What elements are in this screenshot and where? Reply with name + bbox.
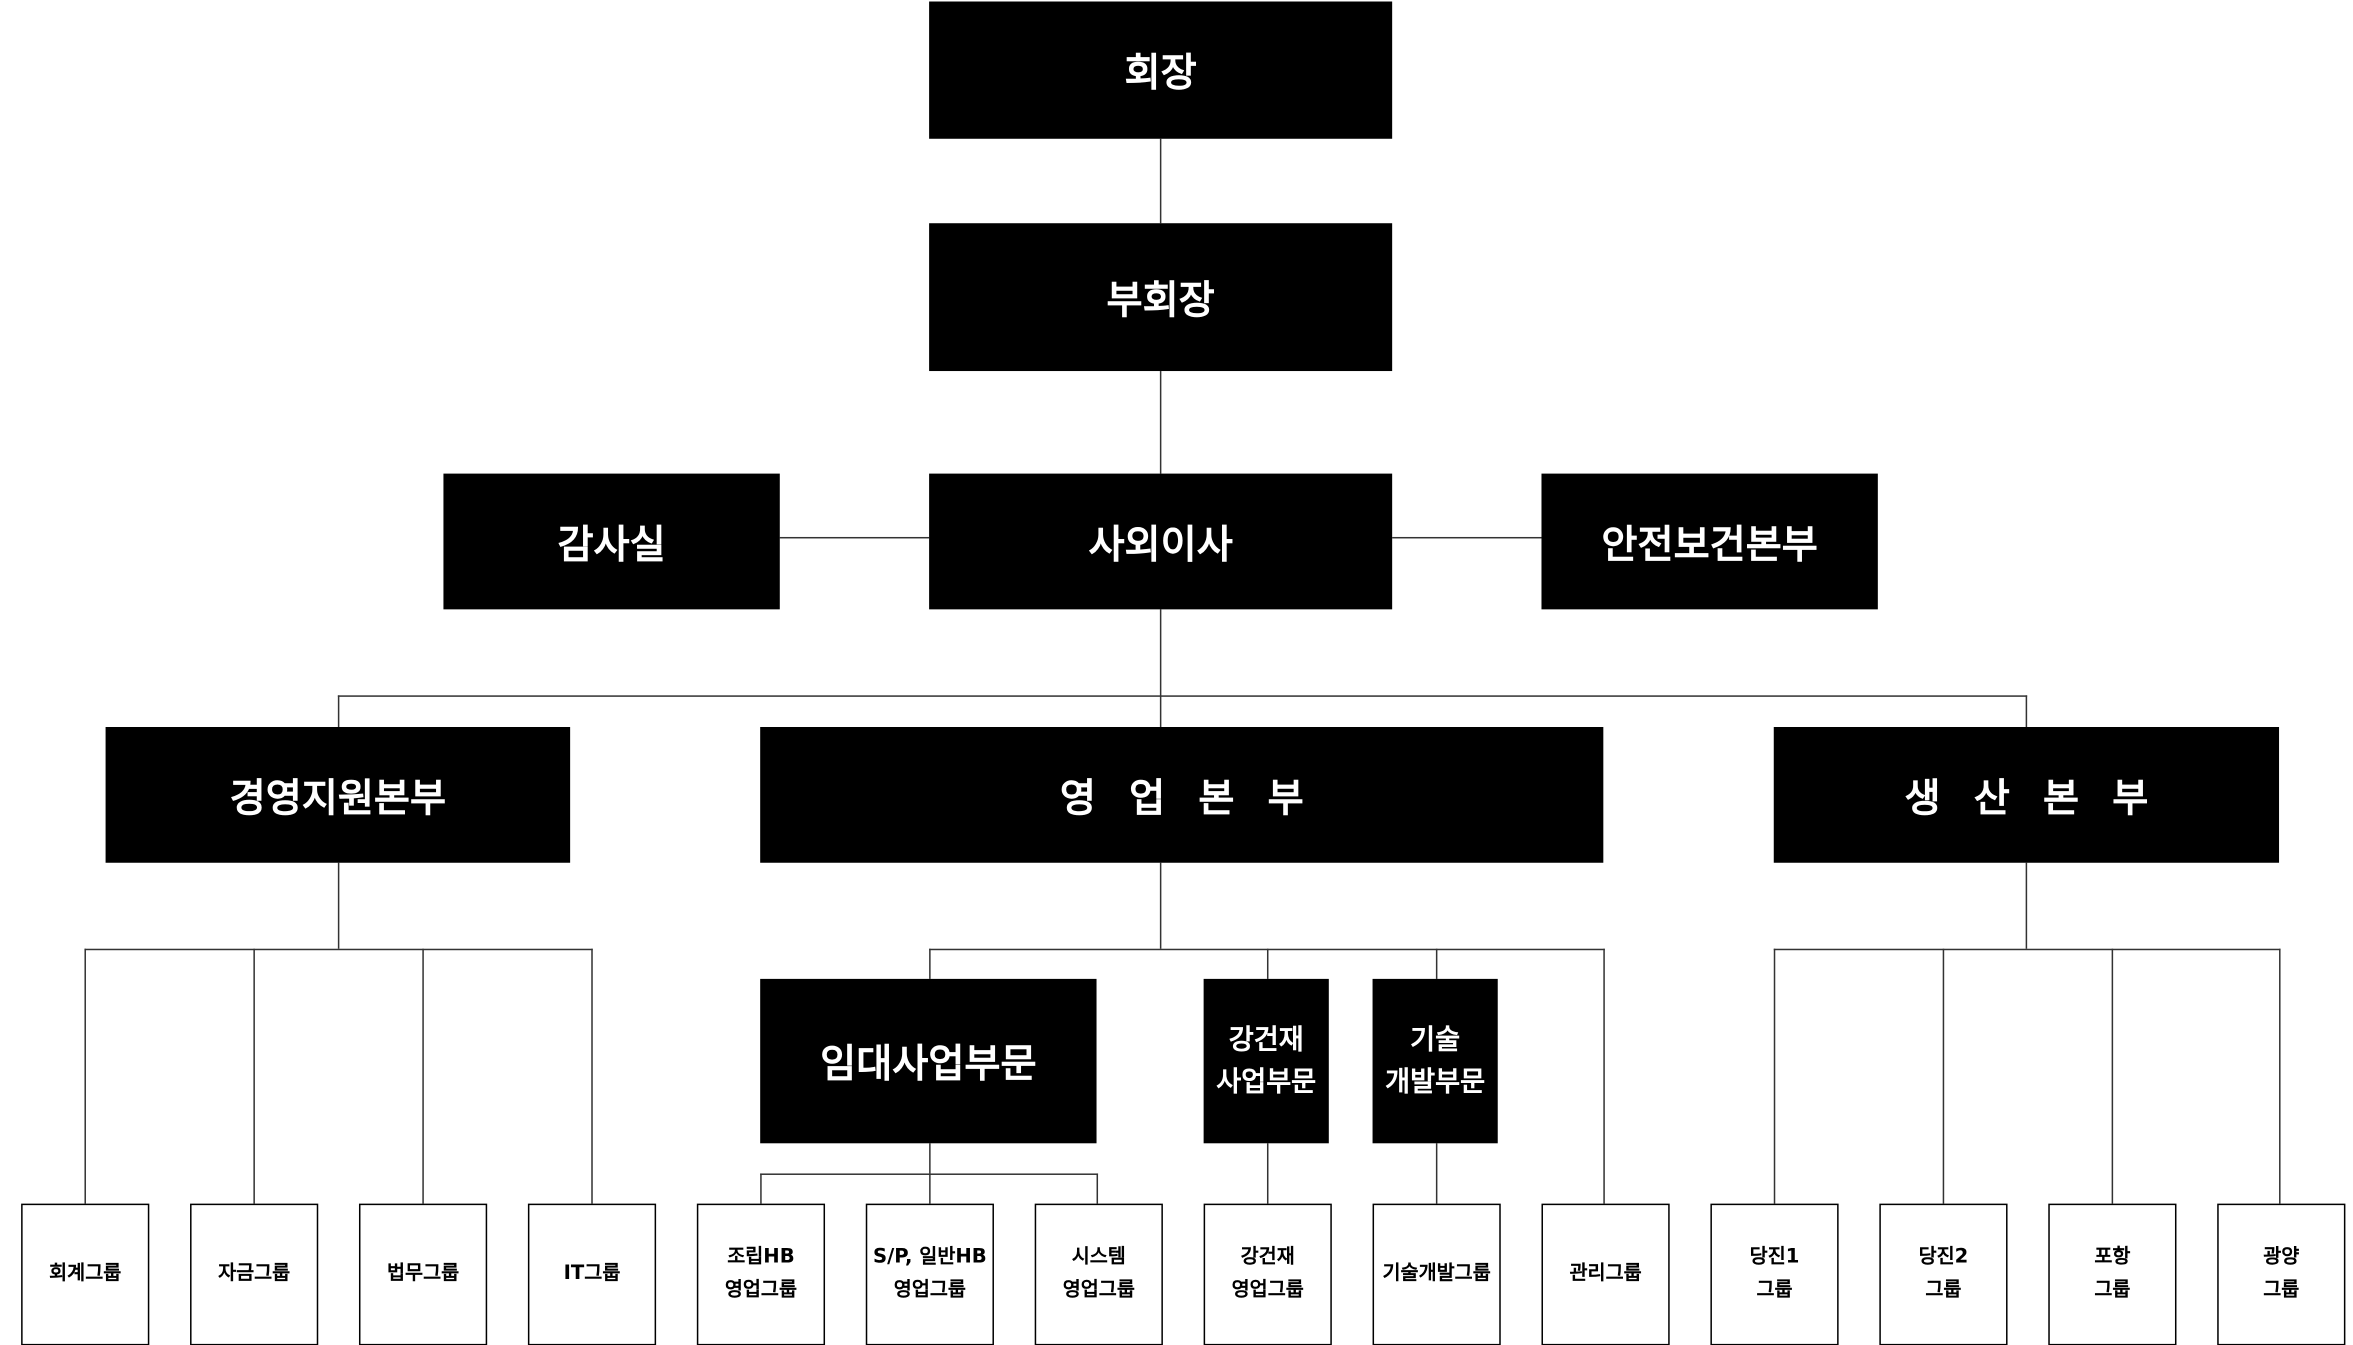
connector xyxy=(337,695,2028,697)
group-box: 당진2 그룹 xyxy=(1879,1203,2008,1345)
label: 개발부문 xyxy=(1385,1065,1486,1098)
group-label: 영업그룹 xyxy=(724,1279,798,1302)
connector xyxy=(1159,609,1162,728)
group-label: 강건재 xyxy=(1240,1245,1295,1269)
connector xyxy=(422,948,424,1204)
connector xyxy=(591,948,593,1204)
group-label: IT그룹 xyxy=(563,1262,621,1286)
group-box: 관리그룹 xyxy=(1541,1203,1670,1345)
group-label: 영업그룹 xyxy=(893,1279,966,1302)
group-label: 관리그룹 xyxy=(1569,1262,1642,1286)
group-label: 당진2 xyxy=(1918,1245,1969,1269)
audit-box: 감사실 xyxy=(443,473,780,610)
group-label: 영업그룹 xyxy=(1231,1279,1304,1302)
connector xyxy=(1603,948,1605,1204)
connector xyxy=(929,1143,931,1174)
group-label: 자금그룹 xyxy=(218,1262,291,1286)
connector xyxy=(760,1173,762,1204)
connector xyxy=(1773,948,2281,951)
connector xyxy=(1942,948,1945,1204)
group-label: 법무그룹 xyxy=(386,1262,460,1286)
connector xyxy=(1435,948,1438,979)
safety-box: 안전보건본부 xyxy=(1541,473,1878,610)
group-box: 회계그룹 xyxy=(21,1203,150,1345)
outside-director-box: 사외이사 xyxy=(929,473,1393,610)
group-label: 그룹 xyxy=(1756,1279,1793,1302)
group-label: 그룹 xyxy=(1925,1279,1962,1302)
production-division-box: 생산본부 xyxy=(1773,727,2280,863)
label: 부회장 xyxy=(1106,278,1215,324)
group-box: 조립HB 영업그룹 xyxy=(696,1203,826,1345)
connector xyxy=(929,1173,931,1204)
label: 강건재 xyxy=(1228,1023,1304,1056)
connector xyxy=(253,948,255,1204)
label: 기술 xyxy=(1410,1023,1461,1056)
connector xyxy=(1773,948,1776,1204)
connector xyxy=(84,948,593,951)
connector xyxy=(1159,862,1162,949)
vice-chairman-box: 부회장 xyxy=(929,223,1393,372)
label: 사외이사 xyxy=(1088,522,1233,568)
label: 영업본부 xyxy=(1059,776,1337,822)
group-label: 시스템 xyxy=(1071,1245,1126,1269)
label: 임대사업부문 xyxy=(820,1042,1037,1088)
group-box: 법무그룹 xyxy=(358,1203,488,1345)
group-label: 조립HB xyxy=(727,1245,795,1269)
group-label: 포항 xyxy=(2094,1245,2131,1269)
chairman-box: 회장 xyxy=(929,1,1393,139)
group-label: 회계그룹 xyxy=(49,1262,122,1286)
sales-division-box: 영업본부 xyxy=(760,727,1604,863)
connector xyxy=(1266,1143,1269,1204)
label: 생산본부 xyxy=(1904,776,2182,822)
connector xyxy=(779,536,930,539)
label: 회장 xyxy=(1124,51,1197,97)
label: 사업부문 xyxy=(1216,1065,1317,1098)
group-label: 광양 xyxy=(2263,1245,2300,1269)
connector xyxy=(1435,1143,1438,1204)
group-label: S/P, 일반HB xyxy=(872,1245,987,1269)
label: 경영지원본부 xyxy=(229,776,447,822)
connector xyxy=(1392,536,1542,539)
group-label: 그룹 xyxy=(2094,1279,2131,1302)
connector xyxy=(2025,862,2028,949)
group-box: 자금그룹 xyxy=(190,1203,319,1345)
group-box: S/P, 일반HB 영업그룹 xyxy=(865,1203,994,1345)
group-box: 당진1 그룹 xyxy=(1710,1203,1839,1345)
connector xyxy=(1159,371,1162,474)
label: 안전보건본부 xyxy=(1601,522,1818,568)
connector xyxy=(1266,948,1269,979)
group-label: 그룹 xyxy=(2263,1279,2300,1302)
connector xyxy=(1159,138,1162,224)
connector xyxy=(1096,1173,1099,1204)
group-box: IT그룹 xyxy=(527,1203,657,1345)
group-label: 당진1 xyxy=(1749,1245,1800,1269)
connector xyxy=(2025,695,2028,728)
management-division-box: 경영지원본부 xyxy=(105,727,571,863)
connector xyxy=(84,948,86,1204)
label: 감사실 xyxy=(557,522,666,568)
connector xyxy=(929,948,931,979)
rental-unit-box: 임대사업부문 xyxy=(760,978,1097,1144)
group-label: 영업그룹 xyxy=(1062,1279,1135,1302)
connector xyxy=(2279,948,2281,1204)
group-label: 기술개발그룹 xyxy=(1382,1262,1491,1286)
connector xyxy=(2111,948,2114,1204)
connector xyxy=(337,862,340,949)
group-box: 기술개발그룹 xyxy=(1372,1203,1501,1345)
connector xyxy=(337,695,340,728)
connector xyxy=(760,1173,1099,1175)
